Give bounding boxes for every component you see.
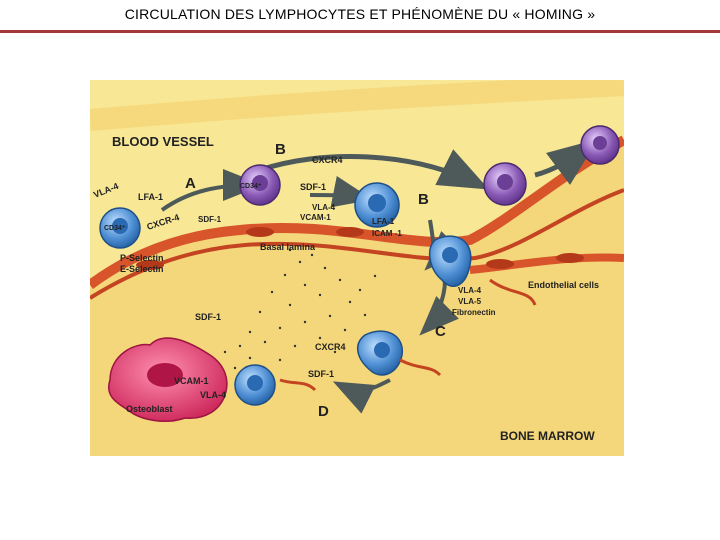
label-vla5-c: VLA-5 (458, 297, 482, 306)
endothelial-lining (90, 135, 624, 290)
homing-diagram-svg: BLOOD VESSEL BONE MARROW Basal lamina En… (90, 80, 624, 456)
endothelial-nucleus (486, 259, 514, 269)
label-vla4-c: VLA-4 (458, 286, 482, 295)
cell-nucleus (252, 175, 268, 191)
vessel-highlight (90, 80, 624, 131)
label-lfa1-top: LFA-1 (138, 192, 163, 202)
endothelial-lining-right (469, 253, 624, 274)
label-bone-marrow: BONE MARROW (500, 429, 595, 443)
label-e-selectin: E-Selectin (120, 264, 164, 274)
label-sdf1-a: SDF-1 (198, 215, 222, 224)
label-vcam1-b: VCAM-1 (300, 213, 331, 222)
step-label-a: A (185, 175, 196, 192)
cell-nucleus (374, 342, 390, 358)
label-p-selectin: P-Selectin (120, 253, 164, 263)
label-sdf1-marrow: SDF-1 (195, 312, 221, 322)
label-cd34-b: CD34⁺ (104, 225, 126, 232)
fibronectin-strand (279, 378, 317, 392)
homing-arrow-d (332, 378, 391, 414)
homing-diagram: BLOOD VESSEL BONE MARROW Basal lamina En… (90, 80, 624, 456)
cell-nucleus (368, 194, 386, 212)
cell-nucleus (593, 136, 607, 150)
basal-lamina-line (90, 188, 624, 300)
label-cxcr4-d: CXCR4 (315, 342, 346, 352)
label-sdf1-d: SDF-1 (308, 369, 334, 379)
label-blood-vessel: BLOOD VESSEL (112, 134, 214, 149)
label-cxcr4-b: CXCR4 (312, 155, 343, 165)
label-vla4-b: VLA-4 (312, 203, 336, 212)
step-label-c: C (435, 323, 446, 340)
step-label-d: D (318, 403, 329, 420)
cell-nucleus (247, 375, 263, 391)
endothelial-nucleus (136, 260, 164, 270)
label-osteoblast: Osteoblast (126, 404, 173, 414)
step-label-b-top: B (275, 141, 286, 158)
cell-nucleus (112, 218, 128, 234)
label-sdf1-b: SDF-1 (300, 182, 326, 192)
label-fibronectin: Fibronectin (452, 308, 496, 317)
cell-nucleus (497, 174, 513, 190)
label-lfa1-b: LFA-1 (372, 217, 395, 226)
title-underline (0, 30, 720, 33)
slide-title: CIRCULATION DES LYMPHOCYTES ET PHÉNOMÈNE… (124, 6, 596, 22)
endothelial-nucleus (556, 253, 584, 263)
fibronectin-strand (489, 278, 537, 306)
osteoblast-nucleus (147, 363, 183, 387)
label-icam1-b: ICAM -1 (372, 229, 402, 238)
endothelial-nucleus (246, 227, 274, 237)
label-vcam1-d: VCAM-1 (174, 376, 209, 386)
migration-arrow-vessel (259, 149, 489, 190)
cell-nucleus (442, 247, 458, 263)
homing-arrow-c (419, 279, 459, 336)
label-cd34-a: CD34⁺ (240, 183, 262, 190)
step-label-b: B (418, 191, 429, 208)
endothelial-nucleus (336, 227, 364, 237)
label-endothelial-cells: Endothelial cells (528, 280, 599, 290)
label-vla4-d: VLA-4 (200, 390, 226, 400)
label-basal-lamina: Basal lamina (260, 242, 316, 252)
fibronectin-strand (399, 358, 442, 377)
